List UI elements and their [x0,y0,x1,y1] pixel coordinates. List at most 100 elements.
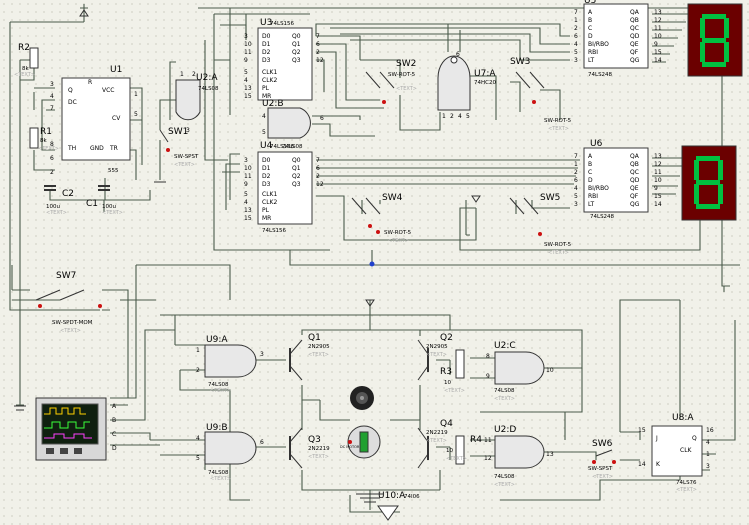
resistor-r1[interactable]: R1 8k <TEXT> [29,127,59,152]
ground-icon [14,405,384,503]
svg-text:4: 4 [244,77,248,84]
resistor-r4[interactable]: R4 10 <TEXT> [446,435,482,465]
svg-text:74LS248: 74LS248 [588,72,613,78]
gate-u2b[interactable]: U2:B 74LS08 4 5 6 [262,99,324,150]
svg-text:2: 2 [196,367,200,374]
transistor-q1[interactable]: Q1 2N2905 <TEXT> [289,333,330,381]
svg-text:D: D [112,445,117,452]
svg-text:D2: D2 [262,49,271,56]
resistor-r2[interactable]: R2 8k <TEXT> [14,43,39,78]
svg-text:Q1: Q1 [308,333,321,343]
svg-text:<TEXT>: <TEXT> [308,454,329,460]
oscilloscope[interactable]: A B C D [35,397,117,461]
svg-text:11: 11 [244,173,252,180]
svg-text:D0: D0 [262,157,271,164]
switch-sw7[interactable]: SW7 SW-SPDT-MOM <TEXT> [35,271,102,334]
capacitor-c2[interactable]: C2 100u <TEXT> [44,185,74,216]
svg-text:SW5: SW5 [540,193,560,203]
svg-text:15: 15 [654,193,662,200]
svg-text:<TEXT>: <TEXT> [102,210,123,216]
u8a-flipflop-74ls76[interactable]: U8:A J CLK K Q 74LS76 <TEXT> 16 4 1 15 1… [638,413,714,493]
u1-timer-555[interactable]: U1 Q DC TH GND TR CV VCC R 555 3 4 7 8 6… [50,65,138,176]
svg-text:Q2: Q2 [440,333,453,343]
svg-text:6: 6 [316,41,320,48]
svg-text:<TEXT>: <TEXT> [494,396,515,402]
transistor-q3[interactable]: Q3 2N2219 <TEXT> [289,427,330,469]
switch-sw1[interactable]: SW1 SW-SPST <TEXT> [154,127,199,183]
svg-text:U6: U6 [590,139,603,149]
svg-text:10: 10 [446,448,453,454]
svg-text:CLK1: CLK1 [262,191,277,198]
svg-text:QG: QG [630,57,640,64]
dc-motor[interactable]: DC MOTOR [340,425,381,459]
svg-text:10: 10 [244,165,252,172]
svg-text:U2:A: U2:A [196,73,218,83]
svg-text:555: 555 [108,168,119,174]
svg-text:5: 5 [134,111,138,118]
transistor-q2[interactable]: Q2 2N2905 <TEXT> [417,333,453,381]
svg-text:QC: QC [630,25,639,32]
svg-text:<TEXT>: <TEXT> [676,487,697,493]
svg-text:12: 12 [316,57,324,64]
switch-sw4[interactable]: SW4 SW-ROT-5 <TEXT> [351,193,412,244]
svg-text:PL: PL [262,207,270,214]
u6-decoder-74ls248[interactable]: U6 A B C D BI/RBO RBI LT QA QB QC QD QE … [574,139,662,220]
switch-sw3[interactable]: SW3 SW-ROT-5 <TEXT> [510,57,572,132]
svg-text:100u: 100u [46,204,60,210]
svg-text:2: 2 [316,173,320,180]
svg-text:U2:D: U2:D [494,425,516,435]
svg-text:1: 1 [196,347,200,354]
u3-counter-74ls156[interactable]: U3 74LS156 D0 D1 D2 D3 CLK1 CLK2 PL MR Q… [244,18,324,101]
gate-u2c[interactable]: U2:C 74LS08 <TEXT> 8 9 10 [486,341,554,402]
svg-text:C2: C2 [62,189,74,199]
svg-text:Q1: Q1 [292,41,301,48]
svg-text:SW-SPST: SW-SPST [174,154,199,160]
svg-text:DC: DC [68,99,77,106]
gate-u2d[interactable]: U2:D 74LS08 <TEXT> 11 12 13 [484,425,554,488]
svg-text:PL: PL [262,85,270,92]
svg-text:74I06: 74I06 [404,494,420,500]
svg-text:GND: GND [90,145,104,152]
svg-text:11: 11 [654,25,662,32]
buffer-u10a[interactable]: U10:A 74I06 [377,491,420,521]
svg-text:U9:B: U9:B [206,423,228,433]
svg-text:9: 9 [244,181,248,188]
switch-sw5[interactable]: SW5 SW-ROT-5 <TEXT> [509,193,572,256]
svg-text:MR: MR [262,215,271,222]
transistor-q4[interactable]: Q4 2N2219 <TEXT> [417,419,453,469]
svg-text:12: 12 [484,455,492,462]
svg-text:CLK2: CLK2 [262,199,277,206]
svg-text:1: 1 [574,161,578,168]
svg-text:6: 6 [574,33,578,40]
capacitor-c1[interactable]: C1 100u <TEXT> [86,185,123,216]
gate-u7a[interactable]: U7:A 74HC20 1 2 4 5 6 [437,51,496,120]
svg-text:10: 10 [244,41,252,48]
svg-text:8: 8 [50,141,54,148]
svg-text:<TEXT>: <TEXT> [46,210,67,216]
svg-text:<TEXT>: <TEXT> [308,352,329,358]
switch-sw2[interactable]: SW2 SW-ROT-5 <TEXT> [365,59,417,104]
svg-text:6: 6 [456,51,460,58]
svg-text:6: 6 [50,155,54,162]
svg-text:D: D [588,177,593,184]
gate-u2a[interactable]: U2:A 74LS08 1 2 3 [175,71,219,134]
resistor-r3[interactable]: R3 10 <TEXT> [440,349,465,394]
svg-text:5: 5 [244,191,248,198]
svg-text:5: 5 [244,69,248,76]
u4-counter-74ls156[interactable]: U4 74LS156 D0 D1 D2 D3 CLK1 CLK2 PL MR Q… [244,141,324,234]
svg-text:R4: R4 [470,435,482,445]
svg-text:74LS156: 74LS156 [270,144,295,150]
svg-text:4: 4 [574,41,578,48]
svg-text:DC MOTOR: DC MOTOR [340,445,360,449]
switch-sw6[interactable]: SW6 SW-SPST <TEXT> [588,439,616,480]
gate-u9b[interactable]: U9:B 74LS08 <TEXT> 4 5 6 [196,423,264,482]
svg-text:74LS08: 74LS08 [208,470,229,476]
gate-u9a[interactable]: U9:A 74LS08 <TEXT> 1 2 3 [196,335,264,394]
svg-text:QF: QF [630,193,639,200]
u5-decoder-74ls248[interactable]: U5 A B C D BI/RBO RBI LT QA QB QC QD QE … [574,0,662,78]
svg-text:7: 7 [50,105,54,112]
svg-text:U3: U3 [260,18,272,28]
svg-text:3: 3 [706,463,710,470]
svg-text:4: 4 [262,113,266,120]
svg-text:2: 2 [316,49,320,56]
